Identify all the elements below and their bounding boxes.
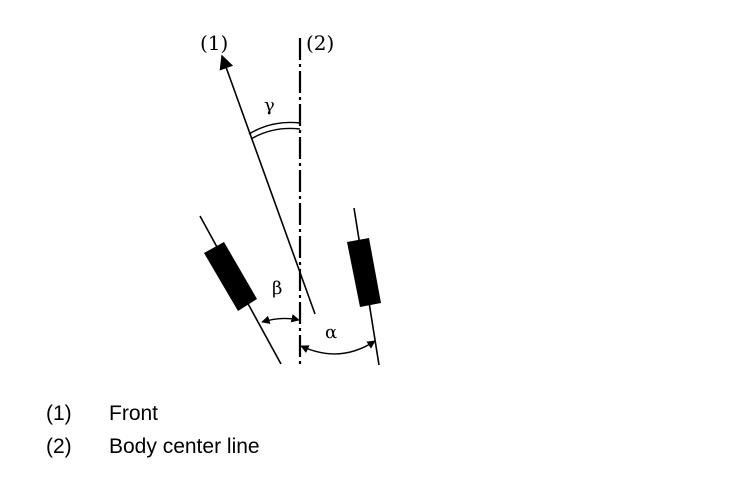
legend-item-front: (1) Front [46, 402, 158, 426]
gamma-arc-inner [250, 127, 301, 140]
right-wheel [347, 238, 381, 307]
legend-number: (1) [46, 402, 72, 425]
gamma-arc-outer [248, 121, 301, 135]
alpha-arc [300, 340, 376, 355]
front-marker-label: (1) [200, 31, 228, 55]
legend-item-body-center-line: (2) Body center line [46, 435, 260, 459]
front-direction-arrow [219, 54, 316, 315]
left-wheel [204, 242, 257, 311]
legend-text: Front [109, 402, 159, 425]
legend-text: Body center line [109, 435, 260, 458]
beta-label: β [272, 278, 282, 299]
gamma-label: γ [264, 95, 275, 116]
center-marker-label: (2) [306, 31, 334, 55]
legend-number: (2) [46, 435, 72, 458]
beta-arc [261, 314, 300, 324]
alpha-label: α [325, 322, 337, 343]
